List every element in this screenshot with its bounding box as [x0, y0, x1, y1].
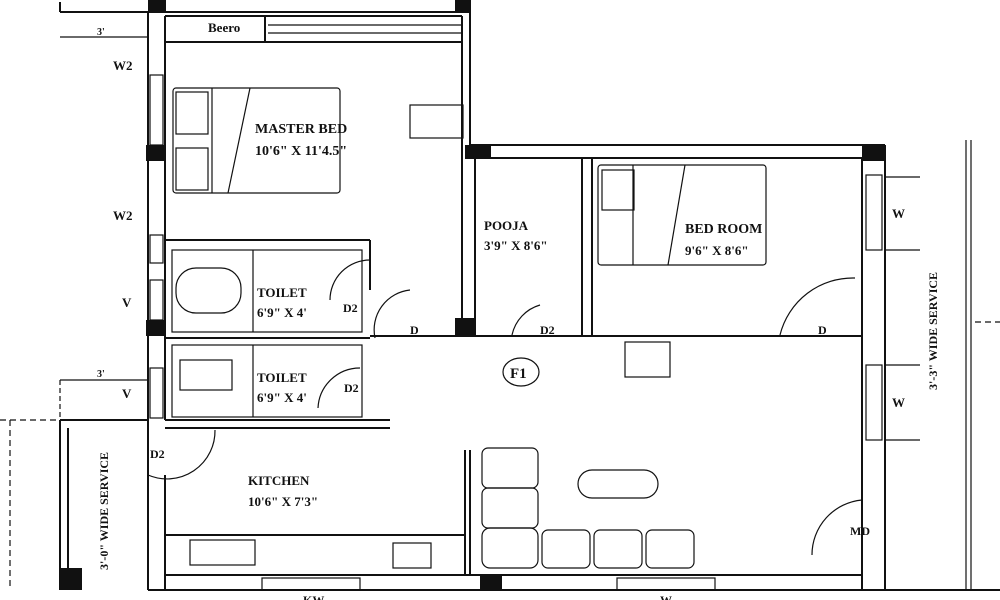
room-label-pooja: POOJA	[484, 218, 529, 233]
tv-icon	[624, 341, 671, 378]
furniture	[172, 87, 767, 569]
flat-tag-circle	[502, 357, 540, 387]
opening-kw-bottom: KW	[303, 593, 324, 600]
opening-w-bottom: W	[660, 593, 672, 600]
opening-d2-toilet-1: D2	[343, 301, 358, 315]
opening-w2-top: W2	[113, 58, 133, 73]
opening-w-right-bottom: W	[892, 395, 905, 410]
grill	[268, 24, 462, 34]
opening-v-bottom: V	[122, 386, 132, 401]
room-size-bed-room: 9'6" X 8'6"	[685, 243, 749, 258]
sofa-icon	[481, 447, 539, 489]
room-label-bed-room: BED ROOM	[685, 222, 762, 237]
door-swings	[147, 259, 863, 556]
stove-icon	[189, 539, 256, 566]
dimension-top-left: 3'	[97, 27, 105, 38]
opening-d-bedroom: D	[818, 323, 827, 337]
opening-md: MD	[850, 524, 870, 538]
room-label-kitchen: KITCHEN	[248, 473, 310, 488]
room-label-beero: Beero	[208, 20, 240, 35]
dimension-service-left: 3'-0" WIDE SERVICE	[97, 452, 111, 570]
sink-icon	[392, 542, 432, 569]
labels: Beero MASTER BED 10'6" X 11'4.5" POOJA 3…	[97, 20, 940, 600]
wc-icon	[175, 267, 242, 314]
opening-d2-kitchen: D2	[150, 447, 165, 461]
master-bed-icon	[172, 87, 341, 194]
room-size-pooja: 3'9" X 8'6"	[484, 238, 548, 253]
dimension-service-right: 3'-3" WIDE SERVICE	[926, 272, 940, 390]
opening-w-right-top: W	[892, 206, 905, 221]
room-size-toilet-2: 6'9" X 4'	[257, 390, 307, 405]
room-size-kitchen: 10'6" X 7'3"	[248, 494, 318, 509]
room-label-master-bed: MASTER BED	[255, 122, 347, 137]
room-label-toilet-1: TOILET	[257, 285, 307, 300]
opening-d2-toilet-2: D2	[344, 381, 359, 395]
flat-tag: F1	[510, 366, 527, 382]
dimension-mid-left: 3'	[97, 369, 105, 380]
opening-d-hall: D	[410, 323, 419, 337]
opening-w2-mid: W2	[113, 208, 133, 223]
room-label-toilet-2: TOILET	[257, 370, 307, 385]
bed-icon	[597, 164, 767, 266]
opening-d2-pooja: D2	[540, 323, 555, 337]
chair-icon	[409, 104, 464, 139]
dining-table-icon	[577, 469, 659, 499]
bathtub-icon	[179, 359, 233, 391]
room-size-master-bed: 10'6" X 11'4.5"	[255, 144, 347, 159]
room-size-toilet-1: 6'9" X 4'	[257, 305, 307, 320]
opening-v-top: V	[122, 295, 132, 310]
